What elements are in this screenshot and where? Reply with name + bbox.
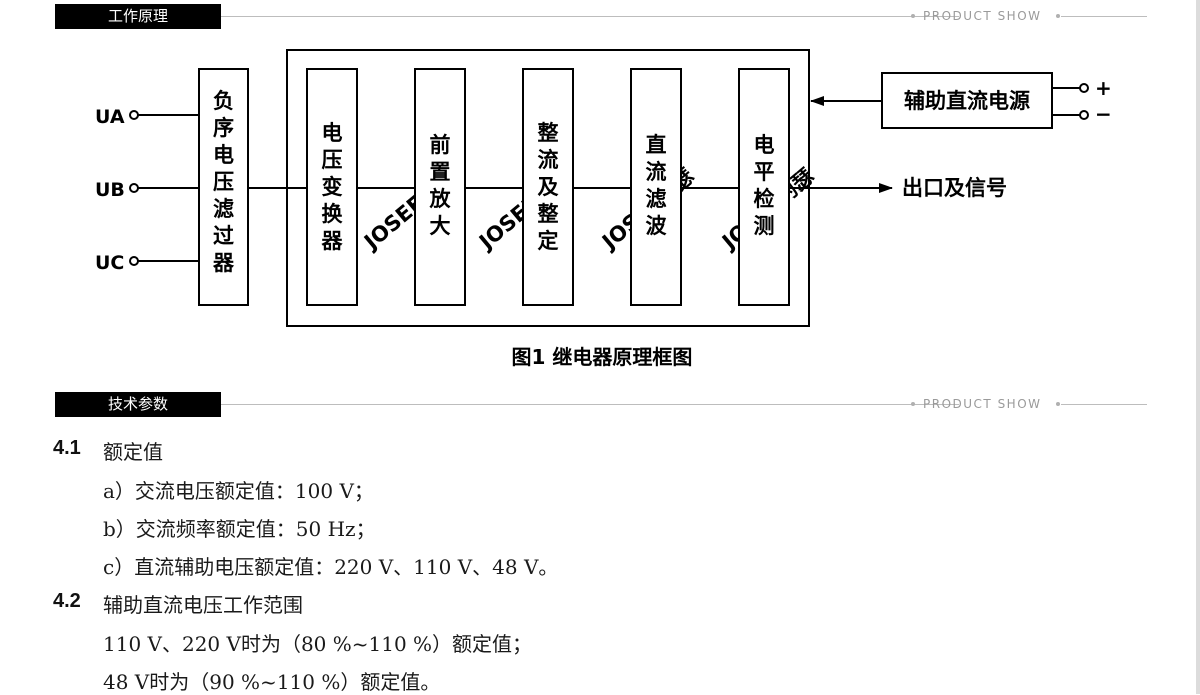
divider-dot [1056,14,1060,18]
section-tag: 技术参数 [55,392,221,417]
section-caption: PRODUCT SHOW [923,9,1042,23]
filter-block [198,68,249,306]
filter-label: 负序电压滤过器 [212,89,235,275]
page-border [1196,0,1200,694]
section-header-specs: 技术参数 PRODUCT SHOW [55,392,1147,418]
section-title: 辅助直流电压工作范围 [103,593,303,617]
aux-supply-block [881,72,1053,129]
section-caption: PRODUCT SHOW [923,397,1042,411]
terminal-plus [1079,83,1089,93]
stage-label: 电压变换器 [321,121,344,253]
divider-line [1061,16,1147,17]
relay-block-diagram: JOSEF约瑟 JOSEF约瑟 JOSEF约瑟 JOSEF约瑟 UA UB UC… [95,49,1112,369]
divider-line [221,16,959,17]
minus-sign: − [1095,102,1112,126]
stage-block [414,68,466,306]
spec-item: 110 V、220 V时为（80 %~110 %）额定值； [103,632,533,656]
stage-label: 整流及整定 [538,121,560,253]
section-title: 额定值 [103,440,163,464]
aux-supply-label: 辅助直流电源 [904,89,1030,113]
terminal-ua [129,110,139,120]
divider-line [221,404,959,405]
stage-block [630,68,682,306]
input-label-ub: UB [95,179,125,201]
section-header-principle: 工作原理 PRODUCT SHOW [55,4,1147,30]
divider-dot [911,402,915,406]
stage-block [522,68,574,306]
terminal-ub [129,183,139,193]
section-tag: 工作原理 [55,4,221,29]
output-label: 出口及信号 [902,176,1007,200]
plus-sign: + [1095,76,1112,100]
divider-dot [1056,402,1060,406]
stage-label: 直流滤波 [646,133,668,238]
divider-line [1061,404,1147,405]
input-label-ua: UA [95,106,125,128]
spec-item: a）交流电压额定值：100 V； [103,479,374,503]
input-label-uc: UC [95,252,124,274]
diagram-caption: 图1 继电器原理框图 [512,345,693,369]
stage-label: 前置放大 [429,133,452,238]
stage-label: 电平检测 [754,133,775,238]
spec-item: 48 V时为（90 %~110 %）额定值。 [103,670,441,694]
stage-block [738,68,790,306]
divider-dot [911,14,915,18]
section-number: 4.2 [53,590,81,612]
terminal-minus [1079,110,1089,120]
spec-item: b）交流频率额定值：50 Hz； [103,517,376,541]
stage-block [306,68,358,306]
terminal-uc [129,256,139,266]
spec-item: c）直流辅助电压额定值：220 V、110 V、48 V。 [103,555,559,579]
section-number: 4.1 [53,437,81,459]
